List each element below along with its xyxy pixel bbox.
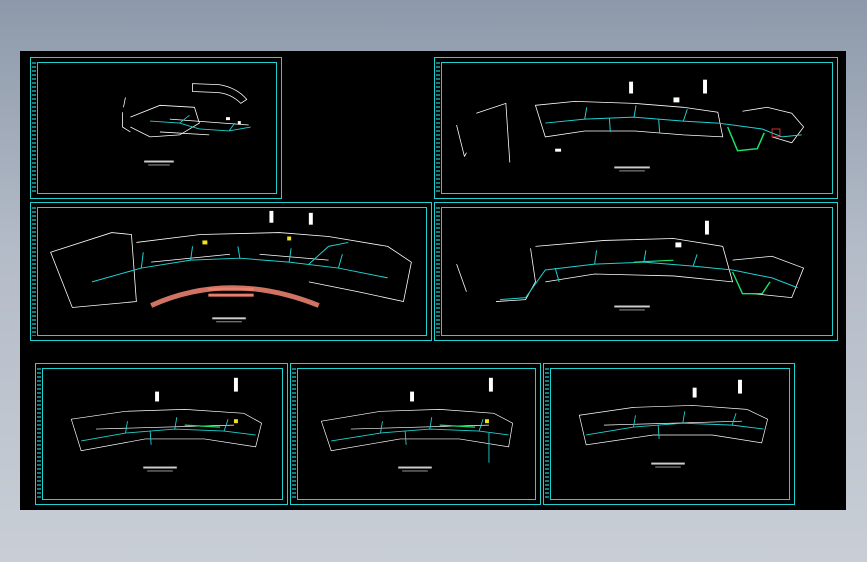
drawing-canvas[interactable] xyxy=(20,51,846,510)
title-block-strip xyxy=(37,368,41,500)
sheet-border xyxy=(37,207,427,336)
floor-plan-drawing xyxy=(456,79,805,172)
drawing-sheet-3[interactable] xyxy=(30,202,432,341)
sheet-border xyxy=(37,62,277,194)
floor-plan-drawing xyxy=(578,379,768,468)
floor-plan-drawing xyxy=(456,220,805,311)
floor-plan-drawing xyxy=(122,83,251,166)
floor-plan-drawing xyxy=(320,377,513,472)
drawing-sheet-1[interactable] xyxy=(30,57,282,199)
sheet-border xyxy=(42,368,283,500)
title-block-strip xyxy=(545,368,549,500)
sheet-border xyxy=(297,368,536,500)
sheet-border xyxy=(441,207,833,336)
drawing-sheet-6[interactable] xyxy=(290,363,541,505)
floor-plan-drawing xyxy=(70,377,262,472)
drawing-sheet-2[interactable] xyxy=(434,57,838,199)
floor-plan-drawing xyxy=(50,210,412,323)
sheet-border xyxy=(550,368,790,500)
drawing-sheet-5[interactable] xyxy=(35,363,288,505)
title-block-strip xyxy=(436,207,440,336)
drawing-sheet-4[interactable] xyxy=(434,202,838,341)
title-block-strip xyxy=(32,207,36,336)
title-block-strip xyxy=(292,368,296,500)
sheet-border xyxy=(441,62,833,194)
title-block-strip xyxy=(32,62,36,194)
title-block-strip xyxy=(436,62,440,194)
drawing-sheet-7[interactable] xyxy=(543,363,795,505)
